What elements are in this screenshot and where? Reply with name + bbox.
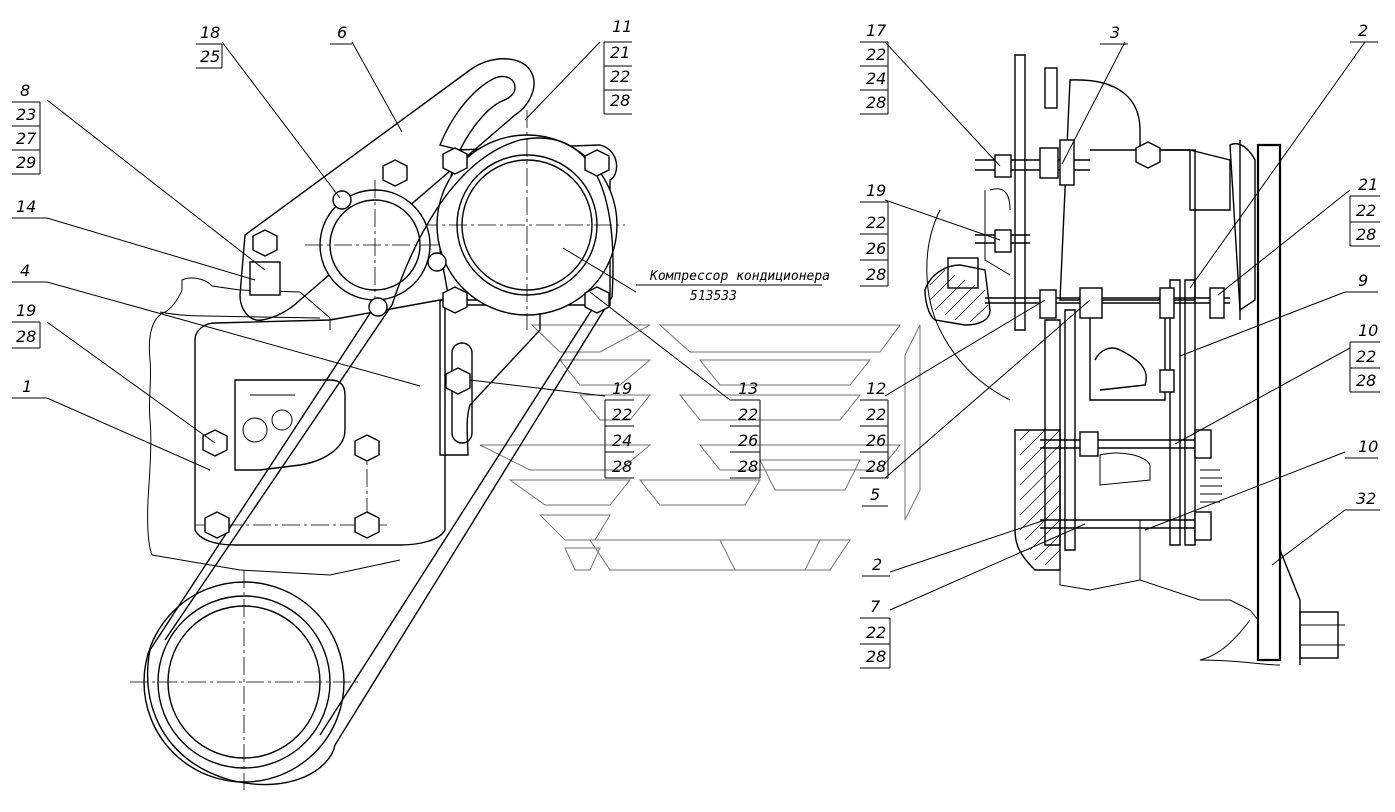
callout-18: 18 25 xyxy=(196,23,223,69)
callout-number: 19 xyxy=(16,301,36,320)
callout-number: 28 xyxy=(610,91,630,110)
callout-number: 11 xyxy=(612,17,632,36)
callout-number: 28 xyxy=(866,93,886,112)
callout-number: 17 xyxy=(866,21,887,40)
callout-number: 22 xyxy=(866,45,886,64)
callout-number: 22 xyxy=(866,405,886,424)
callout-9: 9 xyxy=(1345,271,1378,293)
callout-number: 2 xyxy=(872,555,882,574)
callout-4: 4 xyxy=(12,261,47,283)
callout-21: 21 22 28 xyxy=(1349,175,1380,247)
callout-number: 19 xyxy=(612,379,632,398)
callout-10-upper: 10 22 28 xyxy=(1349,321,1380,393)
hex-bolt-icon xyxy=(202,147,610,539)
callout-number: 22 xyxy=(612,405,632,424)
compressor-label: Компрессор кондиционера 513533 xyxy=(636,269,830,304)
callout-number: 28 xyxy=(16,327,36,346)
callout-number: 22 xyxy=(866,623,886,642)
callout-3: 3 xyxy=(1100,23,1128,45)
callout-6: 6 xyxy=(330,23,352,45)
callout-2-bottom: 2 xyxy=(862,555,890,577)
callout-number: 21 xyxy=(610,43,630,62)
callout-number: 13 xyxy=(738,379,758,398)
callout-19-center: 19 22 24 28 xyxy=(604,379,634,479)
left-view xyxy=(130,58,625,790)
callout-number: 10 xyxy=(1358,437,1378,456)
callout-number: 21 xyxy=(1358,175,1378,194)
callout-number: 29 xyxy=(16,153,36,172)
callout-number: 28 xyxy=(1356,225,1376,244)
watermark-logo-icon xyxy=(479,324,921,571)
callout-10-lower: 10 xyxy=(1345,437,1378,459)
callout-number: 24 xyxy=(866,69,886,88)
callout-number: 28 xyxy=(866,647,886,666)
callout-number: 22 xyxy=(866,213,886,232)
callout-14: 14 xyxy=(12,197,47,219)
callout-number: 19 xyxy=(866,181,886,200)
callout-number: 22 xyxy=(1356,201,1376,220)
callout-number: 14 xyxy=(16,197,36,216)
callout-number: 24 xyxy=(612,431,632,450)
callout-number: 28 xyxy=(612,457,632,476)
callout-number: 28 xyxy=(738,457,758,476)
callout-number: 23 xyxy=(16,105,36,124)
callout-1: 1 xyxy=(12,377,47,399)
compressor-code: 513533 xyxy=(690,289,737,304)
callout-number: 9 xyxy=(1358,271,1368,290)
callout-7: 7 22 28 xyxy=(860,597,891,669)
callout-number: 27 xyxy=(16,129,37,148)
callout-19-right: 19 22 26 28 xyxy=(860,181,889,287)
callout-number: 26 xyxy=(866,239,886,258)
callout-12: 12 22 26 28 xyxy=(860,379,889,479)
callout-number: 25 xyxy=(200,47,220,66)
callout-number: 10 xyxy=(1358,321,1378,340)
callout-number: 3 xyxy=(1110,23,1120,42)
callout-number: 4 xyxy=(20,261,30,280)
callout-number: 26 xyxy=(866,431,886,450)
callout-number: 12 xyxy=(866,379,886,398)
callout-number: 2 xyxy=(1358,21,1368,40)
callout-number: 5 xyxy=(870,485,880,504)
callout-8: 8 23 27 29 xyxy=(12,81,41,175)
callout-11: 11 21 22 28 xyxy=(603,17,632,115)
callout-number: 32 xyxy=(1356,489,1376,508)
callout-number: 1 xyxy=(22,377,32,396)
callout-number: 22 xyxy=(610,67,630,86)
callout-number: 22 xyxy=(1356,347,1376,366)
callout-2-top: 2 xyxy=(1350,21,1378,43)
callout-5: 5 xyxy=(862,485,888,507)
callout-13: 13 22 26 28 xyxy=(730,379,761,479)
callout-32: 32 xyxy=(1345,489,1380,511)
callout-number: 6 xyxy=(337,23,347,42)
callout-number: 28 xyxy=(1356,371,1376,390)
right-view xyxy=(924,54,1345,666)
callout-17: 17 22 24 28 xyxy=(860,21,889,115)
callout-19-left: 19 28 xyxy=(12,301,41,349)
callout-number: 22 xyxy=(738,405,758,424)
callout-number: 28 xyxy=(866,265,886,284)
leader-lines xyxy=(46,41,1366,611)
callout-number: 18 xyxy=(200,23,220,42)
callout-number: 8 xyxy=(20,81,30,100)
callout-number: 7 xyxy=(870,597,881,616)
compressor-name: Компрессор кондиционера xyxy=(649,269,830,284)
callout-number: 26 xyxy=(738,431,758,450)
callout-number: 28 xyxy=(866,457,886,476)
